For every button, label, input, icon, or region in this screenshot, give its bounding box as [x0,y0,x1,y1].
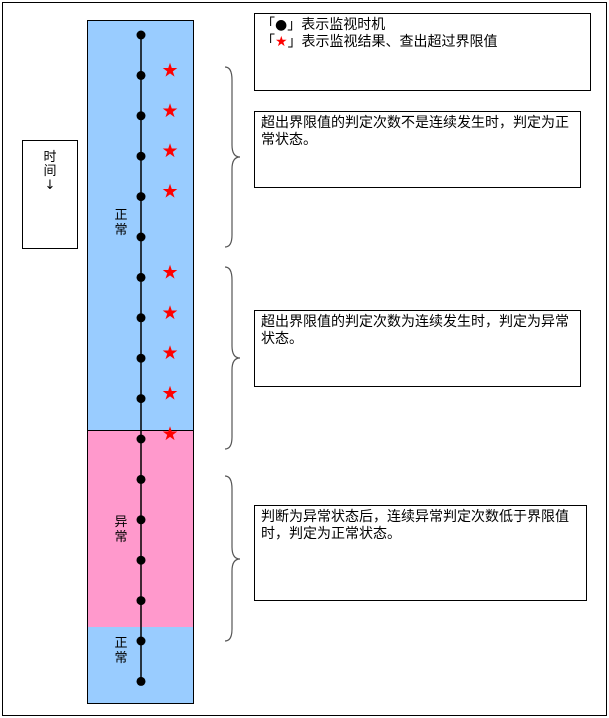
monitor-dot [136,676,146,686]
down-arrow-icon: ↓ [44,178,56,193]
monitor-dot [136,474,146,484]
brace-1 [224,66,241,248]
monitor-dot [136,192,146,202]
note-box-3: 判断为异常状态后，连续异常判定次数低于界限值时，判定为正常状态。 [254,505,587,601]
exceed-star-icon: ★ [161,383,178,405]
monitor-dot [136,636,146,646]
monitor-dot [136,596,146,606]
legend-dot-text: 」表示监视时机 [287,17,386,33]
brace-3 [224,475,241,642]
exceed-star-icon: ★ [161,100,178,122]
exceed-star-icon: ★ [161,181,178,203]
exceed-star-icon: ★ [161,140,178,162]
note-box-2: 超出界限值的判定次数为连续发生时，判定为异常状态。 [254,310,581,387]
dot-icon: ● [275,17,288,33]
monitor-dot [136,313,146,323]
legend-box: 「●」表示监视时机 「★」表示监视结果、查出超过界限值 [254,13,591,91]
monitor-dot [136,30,146,40]
state-label-normal-2: 正常 [114,636,128,666]
exceed-star-icon: ★ [161,59,178,81]
monitor-dot [136,70,146,80]
star-icon: ★ [275,34,288,50]
monitor-dot [136,232,146,242]
monitor-dot [136,434,146,444]
monitor-dot [136,394,146,404]
brace-2 [224,266,241,450]
time-label-box: 时 间 ↓ [22,140,78,249]
state-label-normal: 正常 [114,208,128,238]
monitor-dot [136,515,146,525]
legend-star-text: 」表示监视结果、查出超过界限值 [287,34,498,50]
state-label-abnormal: 异常 [114,515,128,545]
monitor-dot [136,272,146,282]
time-label-2: 间 [43,164,57,179]
time-label-1: 时 [43,150,57,165]
monitor-dot [136,151,146,161]
bracket: 「 [261,17,275,33]
exceed-star-icon: ★ [161,261,178,283]
exceed-star-icon: ★ [161,342,178,364]
note-box-1: 超出界限值的判定次数不是连续发生时，判定为正常状态。 [254,111,581,188]
monitor-dot [136,111,146,121]
exceed-star-icon: ★ [161,302,178,324]
monitor-dot [136,555,146,565]
monitor-dot [136,353,146,363]
bracket: 「 [261,34,275,50]
exceed-star-icon: ★ [161,423,178,445]
